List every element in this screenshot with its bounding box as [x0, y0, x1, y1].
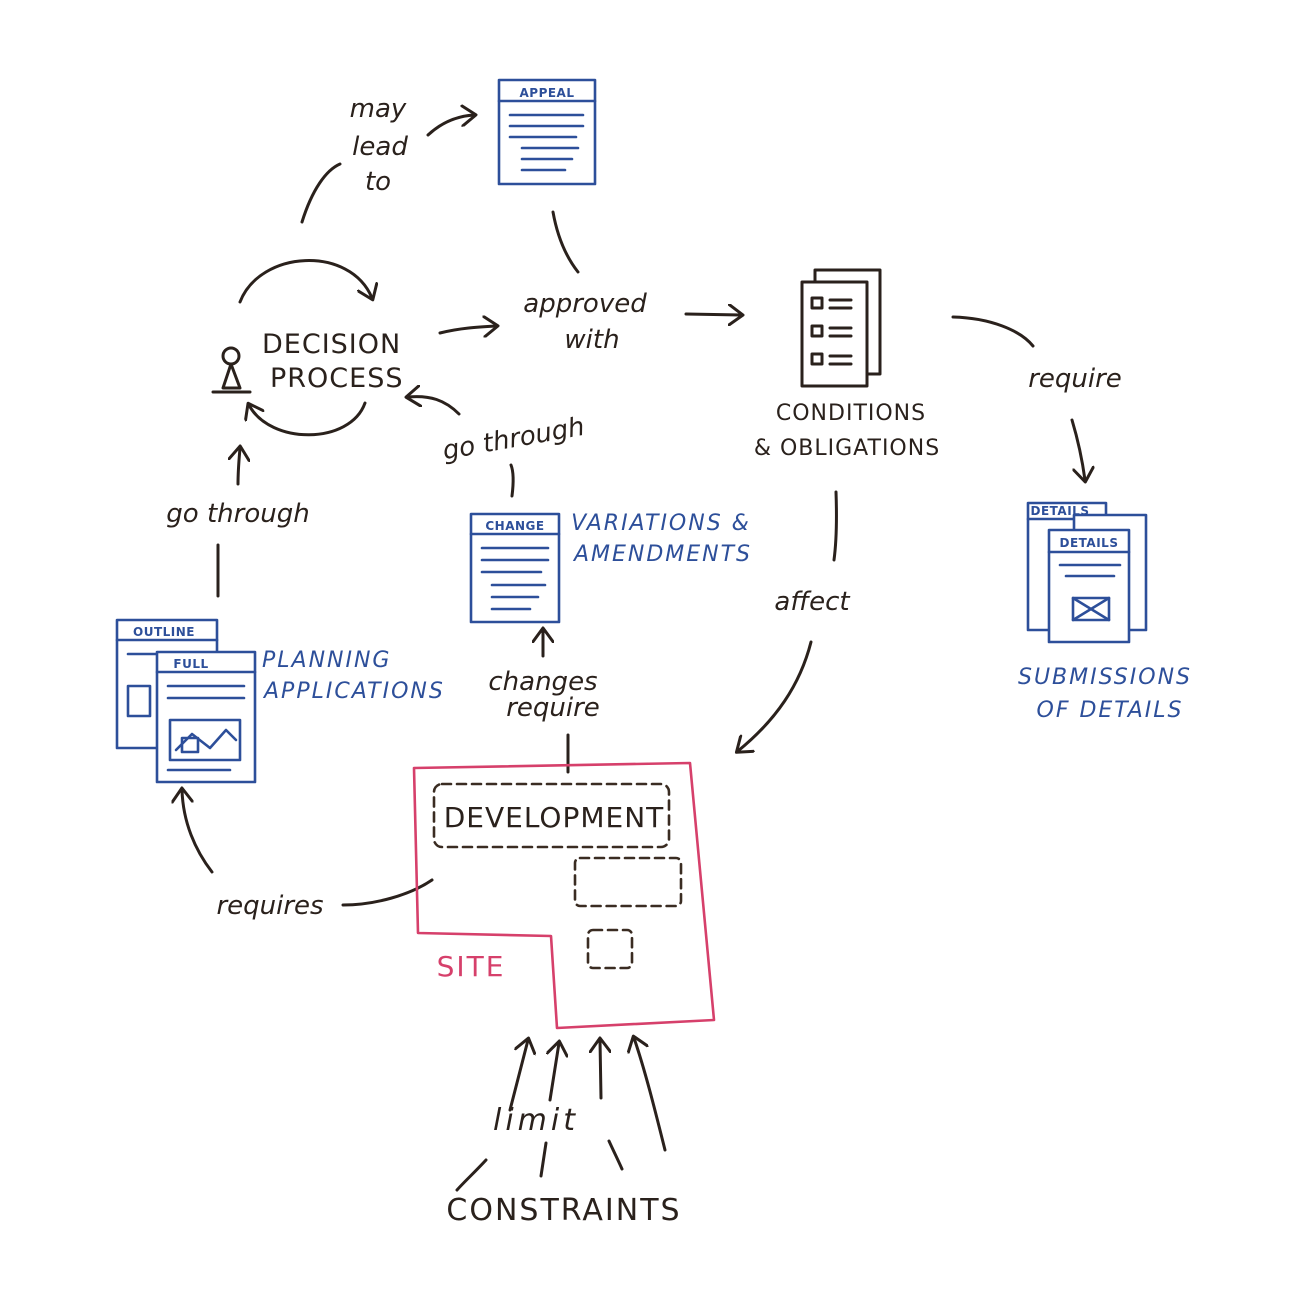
limit-arrow-4 [634, 1038, 667, 1152]
decision-process-label-line1: DECISION [262, 329, 401, 360]
affect-arrow [738, 640, 813, 751]
details-documents-icon: DETAILS DETAILS [1026, 501, 1148, 644]
conditions-checklist-icon [800, 268, 882, 388]
constraint-line-1 [455, 1158, 488, 1192]
development-label: DEVELOPMENT [444, 801, 665, 834]
affect-line [832, 490, 838, 562]
full-tag: FULL [173, 657, 208, 671]
require-label: require [1028, 364, 1122, 394]
approved-to-conditions-arrow [684, 314, 741, 315]
details-tag-front: DETAILS [1060, 536, 1119, 550]
go-through-left-arrow [238, 448, 240, 486]
constraints-label: CONSTRAINTS [446, 1193, 681, 1228]
may-lead-to-line [300, 162, 342, 224]
constraint-line-3 [607, 1139, 624, 1171]
requires-line [341, 878, 434, 907]
may-lead-to-label-2: lead [352, 132, 408, 162]
limit-arrow-1 [508, 1040, 528, 1112]
changes-require-label-1: changes [488, 667, 597, 697]
cycle-arrow-top [238, 259, 372, 304]
development-plot-small-2 [586, 928, 634, 970]
planning-label-line2: APPLICATIONS [262, 679, 445, 704]
appeal-connector [551, 210, 580, 274]
go-through-left-label: go through [166, 499, 309, 529]
require-arrow [1070, 418, 1085, 480]
site-boundary [412, 761, 716, 1030]
may-lead-to-arrow [426, 115, 474, 137]
conditions-label-line2: & OBLIGATIONS [754, 436, 940, 461]
appeal-document-icon: APPEAL [497, 78, 597, 186]
outline-tag: OUTLINE [133, 625, 195, 639]
change-tag: CHANGE [485, 519, 544, 533]
change-document-icon: CHANGE [469, 512, 561, 624]
may-lead-to-label-1: may [350, 94, 407, 124]
constraint-line-2 [539, 1141, 548, 1178]
submissions-label-line1: SUBMISSIONS [1018, 665, 1192, 690]
development-plot [432, 782, 671, 849]
require-line [951, 315, 1035, 348]
decision-process-label-line2: PROCESS [270, 363, 403, 394]
planning-documents-icon: OUTLINE FULL [115, 618, 257, 784]
go-through-mid-line [509, 463, 515, 498]
site-label: SITE [437, 950, 506, 983]
changes-require-label-2: require [506, 693, 600, 723]
requires-label: requires [216, 891, 323, 921]
limit-arrow-3 [600, 1040, 601, 1100]
approved-with-label-1: approved [523, 289, 647, 319]
requires-arrow [182, 790, 214, 874]
variations-label-line2: AMENDMENTS [572, 542, 752, 567]
variations-label-line1: VARIATIONS & [571, 511, 751, 536]
may-lead-to-label-3: to [365, 167, 391, 197]
planning-label-line1: PLANNING [262, 648, 391, 673]
go-through-mid-arrow [408, 397, 461, 416]
person-icon [211, 346, 252, 394]
conditions-label-line1: CONDITIONS [776, 401, 926, 426]
limit-arrow-2 [550, 1043, 559, 1102]
affect-label: affect [774, 587, 850, 617]
cycle-arrow-bottom [249, 401, 367, 437]
development-plot-small-1 [573, 856, 683, 908]
limit-label: limit [493, 1103, 579, 1138]
go-through-mid-label: go through [440, 412, 586, 466]
appeal-tag: APPEAL [519, 86, 574, 100]
decision-to-approved-arrow [438, 326, 496, 333]
approved-with-label-2: with [564, 325, 619, 355]
submissions-label-line2: OF DETAILS [1037, 698, 1184, 723]
